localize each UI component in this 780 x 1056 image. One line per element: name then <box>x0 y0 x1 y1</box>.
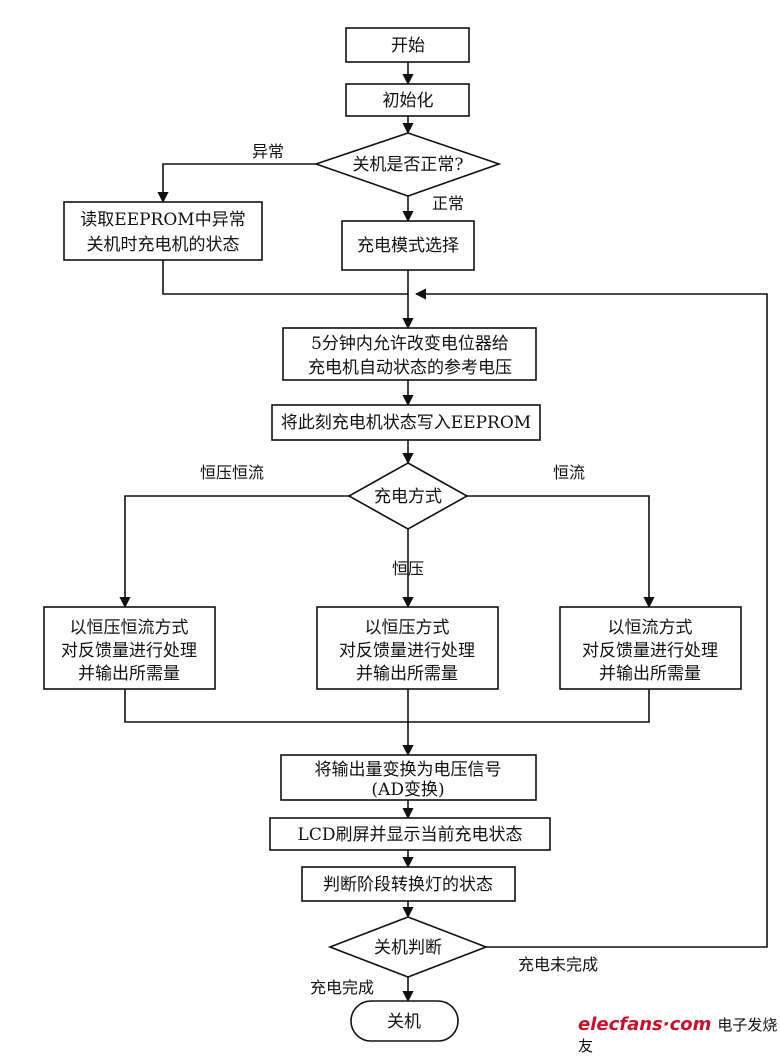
edge-label-cc: 恒流 <box>553 463 585 482</box>
convert-label-2: (AD变换) <box>371 780 444 800</box>
node-read-eeprom-box <box>63 201 263 261</box>
edge-read-merge <box>162 260 408 295</box>
check-label: 关机是否正常? <box>352 155 463 175</box>
node-start-box <box>345 27 470 63</box>
read-eeprom-label-2: 关机时充电机的状态 <box>87 235 240 255</box>
node-judge-box <box>301 866 516 902</box>
cv-label-3: 并输出所需量 <box>356 664 458 684</box>
adjust-label-1: 5分钟内允许改变电位器给 <box>311 334 509 354</box>
lcd-label: LCD刷屏并显示当前充电状态 <box>298 825 523 845</box>
judge-label: 判断阶段转换灯的状态 <box>323 875 493 895</box>
cccv-label-3: 并输出所需量 <box>78 664 180 684</box>
edge-cc-merge <box>408 689 650 723</box>
node-init-box <box>345 83 470 117</box>
read-eeprom-label-1: 读取EEPROM中异常 <box>80 210 245 230</box>
start-label: 开始 <box>391 36 425 56</box>
cc-label-1: 以恒流方式 <box>608 618 693 638</box>
watermark-brand: elecfans·com <box>578 1014 712 1035</box>
cv-label-1: 以恒压方式 <box>365 618 450 638</box>
edge-label-cv: 恒压 <box>392 559 424 578</box>
node-write-eeprom-box <box>271 404 541 441</box>
edge-cccv-merge <box>124 689 408 723</box>
node-cv-box <box>316 606 499 690</box>
cccv-label-1: 以恒压恒流方式 <box>70 618 189 638</box>
edge-label-not-complete: 充电未完成 <box>518 955 598 974</box>
shutdown-judge-label: 关机判断 <box>374 938 442 958</box>
cccv-label-2: 对反馈量进行处理 <box>61 641 197 661</box>
node-shutdown-judge-diamond <box>327 916 489 978</box>
node-check-diamond <box>313 132 502 197</box>
edge-label-abnormal: 异常 <box>252 142 284 161</box>
edge-sj-loop <box>414 288 768 948</box>
cv-label-2: 对反馈量进行处理 <box>339 641 475 661</box>
adjust-label-2: 充电机自动状态的参考电压 <box>308 358 512 378</box>
edge-label-complete: 充电完成 <box>310 978 374 997</box>
edge-label-cccv: 恒压恒流 <box>200 463 264 482</box>
node-method-diamond <box>347 462 469 530</box>
node-shutdown-box <box>350 1000 459 1042</box>
shutdown-label: 关机 <box>387 1012 421 1032</box>
edge-method-cccv <box>119 495 349 609</box>
convert-label-1: 将输出量变换为电压信号 <box>315 760 502 780</box>
edge-method-cc <box>467 495 655 609</box>
node-cccv-box <box>43 606 216 690</box>
cc-label-2: 对反馈量进行处理 <box>582 641 718 661</box>
write-eeprom-label: 将此刻充电机状态写入EEPROM <box>281 413 531 433</box>
method-label: 充电方式 <box>374 487 442 507</box>
mode-select-label: 充电模式选择 <box>357 236 459 256</box>
cc-label-3: 并输出所需量 <box>599 664 701 684</box>
node-convert-box <box>280 754 537 801</box>
node-adjust-box <box>282 327 537 381</box>
node-cc-box <box>559 606 742 690</box>
init-label: 初始化 <box>383 91 434 111</box>
node-lcd-box <box>269 817 551 851</box>
edge-label-normal: 正常 <box>432 194 464 213</box>
node-mode-select-box <box>341 220 475 271</box>
edge-check-abnormal <box>157 163 316 204</box>
